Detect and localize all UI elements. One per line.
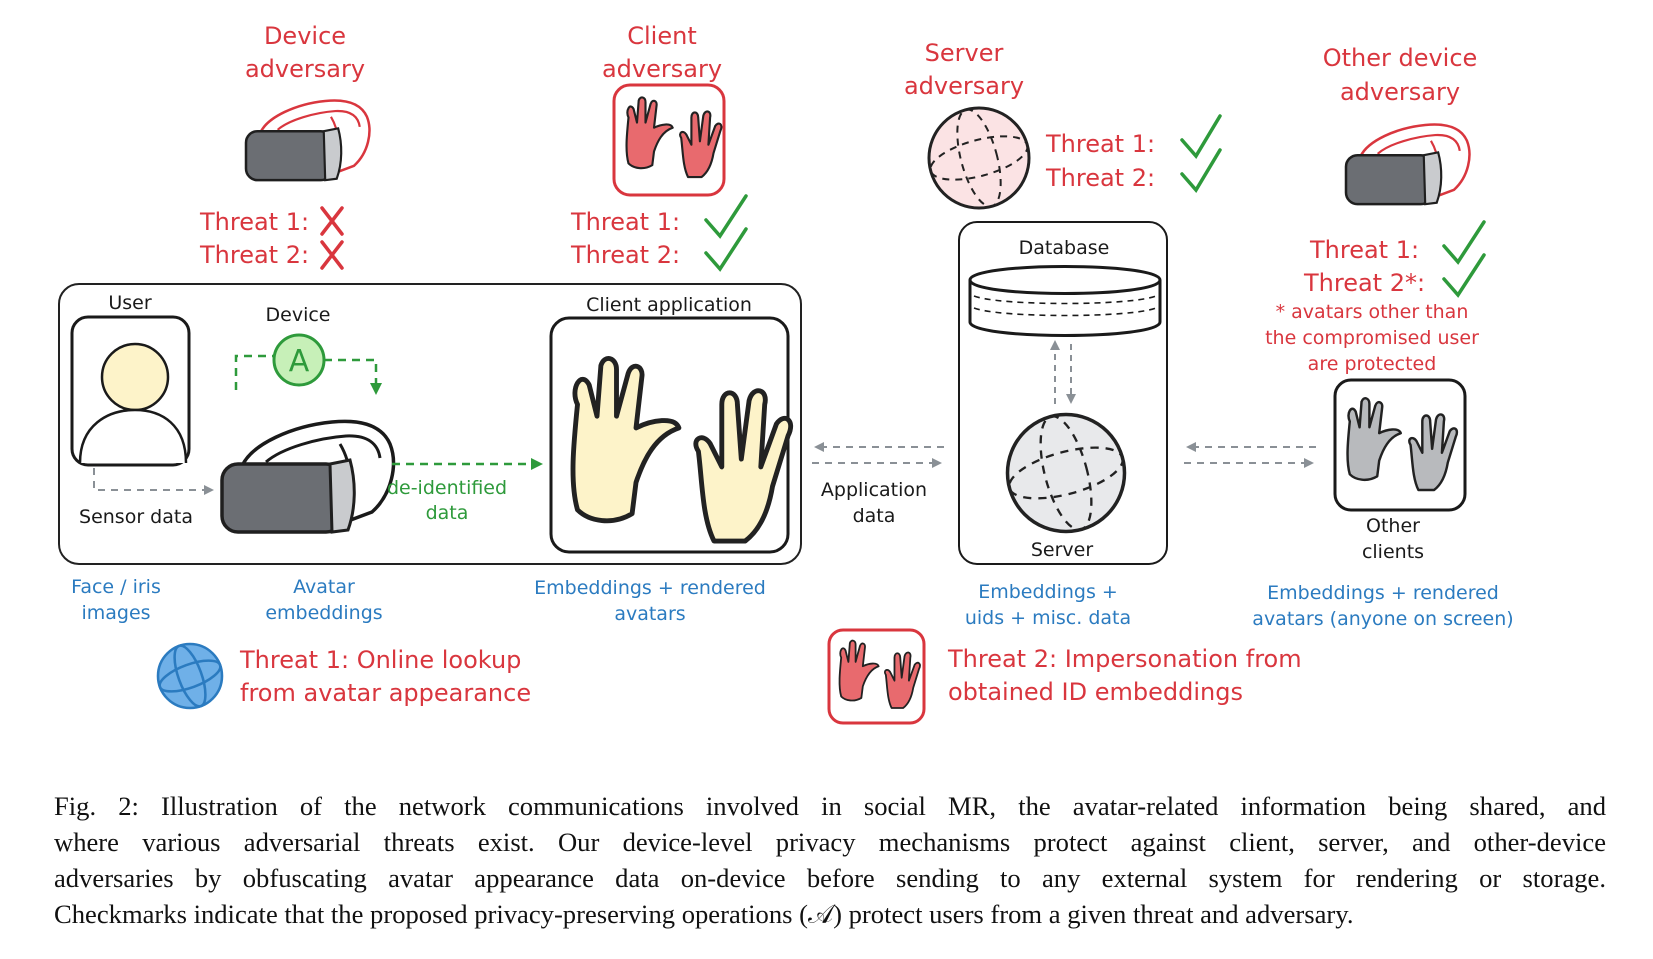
- user-label: User: [108, 292, 151, 314]
- deidentified-label-2: data: [426, 502, 469, 524]
- client-adversary: Client adversary Threat 1: Threat 2:: [570, 22, 748, 272]
- sensor-data-arrow: [93, 468, 214, 495]
- operation-loop-right: [324, 358, 382, 395]
- check-mark-icon: [1180, 114, 1222, 159]
- face-info-line2: images: [81, 602, 150, 624]
- device-client-boundary: [58, 283, 802, 565]
- operation-loop-left: [234, 354, 274, 390]
- other-adversary-title-1: Other device: [1323, 44, 1478, 72]
- check-mark-icon: [1442, 253, 1486, 298]
- device-threat1-label: Threat 1:: [199, 208, 309, 236]
- other-note-line3: are protected: [1308, 353, 1437, 375]
- check-mark-icon: [1180, 148, 1222, 193]
- other-threat2-label: Threat 2*:: [1303, 269, 1425, 297]
- other-note-line1: * avatars other than: [1276, 301, 1469, 323]
- check-mark-icon: [1442, 220, 1486, 265]
- device-threat2-label: Threat 2:: [199, 241, 309, 269]
- database-icon: [968, 265, 1162, 337]
- client-threat1-label: Threat 1:: [570, 208, 680, 236]
- server-adversary: Server adversary Threat 1: Threat 2:: [904, 39, 1222, 213]
- deidentified-label-1: de-identified: [387, 477, 507, 499]
- server-label: Server: [1031, 539, 1093, 561]
- threat1-title-line1: Threat 1: Online lookup: [239, 646, 521, 674]
- client-threat2-label: Threat 2:: [570, 241, 680, 269]
- sensor-data-label: Sensor data: [79, 506, 193, 528]
- cross-mark-icon: [320, 206, 344, 236]
- client-application-node: Client application: [549, 294, 791, 554]
- privacy-operation-symbol: A: [289, 344, 310, 379]
- user-body-icon: [78, 408, 188, 464]
- threat2-title-line1: Threat 2: Impersonation from: [947, 645, 1302, 673]
- red-server-globe-icon: [924, 103, 1034, 213]
- device-adversary-title-1: Device: [264, 22, 346, 50]
- other-note-line2: the compromised user: [1265, 327, 1479, 349]
- caption-line-4: Checkmarks indicate that the proposed pr…: [54, 899, 1354, 929]
- check-mark-icon: [704, 194, 748, 239]
- other-device-adversary: Other device adversary Threat 1: Threat …: [1265, 44, 1486, 375]
- red-headset-icon: [244, 99, 371, 182]
- caption-line-3: adversaries by obfuscating avatar appear…: [54, 863, 1606, 893]
- server-threat1-label: Threat 1:: [1045, 130, 1155, 158]
- other-clients-node: Other clients: [1333, 378, 1467, 563]
- caption-line-2: where various adversarial threats exist.…: [54, 827, 1606, 857]
- other-info-line1: Embeddings + rendered: [1267, 582, 1499, 604]
- application-data-label-2: data: [853, 505, 896, 527]
- server-info-line1: Embeddings +: [978, 581, 1118, 603]
- server-adversary-title-2: adversary: [904, 72, 1024, 100]
- caption-line-1: Fig. 2: Illustration of the network comm…: [54, 791, 1606, 821]
- other-adversary-title-2: adversary: [1340, 78, 1460, 106]
- application-data-label-1: Application: [821, 479, 927, 501]
- blue-globe-icon: [156, 642, 224, 710]
- client-application-label: Client application: [586, 294, 752, 316]
- check-mark-icon: [704, 227, 748, 272]
- threat1-legend: Threat 1: Online lookup from avatar appe…: [156, 642, 531, 710]
- headset-icon: [220, 419, 396, 534]
- threat2-legend: Threat 2: Impersonation from obtained ID…: [827, 628, 1302, 725]
- device-label: Device: [266, 304, 331, 326]
- device-node: Device A: [220, 304, 396, 534]
- threat2-title-line2: obtained ID embeddings: [948, 678, 1243, 706]
- server-info-line2: uids + misc. data: [965, 607, 1131, 629]
- red-headset-icon: [1344, 123, 1471, 206]
- device-adversary: Device adversary Threat 1: Threat 2:: [199, 22, 371, 270]
- face-info-line1: Face / iris: [71, 576, 161, 598]
- other-threat1-label: Threat 1:: [1309, 236, 1419, 264]
- client-info-line1: Embeddings + rendered: [534, 577, 766, 599]
- client-adversary-title-2: adversary: [602, 55, 722, 83]
- figure-caption: Fig. 2: Illustration of the network comm…: [54, 788, 1606, 932]
- other-info-line2: avatars (anyone on screen): [1252, 608, 1513, 630]
- other-clients-label-1: Other: [1366, 515, 1420, 537]
- client-info-line2: avatars: [614, 603, 685, 625]
- other-clients-label-2: clients: [1362, 541, 1424, 563]
- client-adversary-title-1: Client: [627, 22, 696, 50]
- cross-mark-icon: [320, 240, 344, 270]
- user-node: User: [70, 292, 191, 467]
- avatar-info-line1: Avatar: [293, 576, 355, 598]
- avatar-info-line2: embeddings: [265, 602, 382, 624]
- device-adversary-title-2: adversary: [245, 55, 365, 83]
- server-node: Database Server: [958, 221, 1168, 565]
- server-threat2-label: Threat 2:: [1045, 164, 1155, 192]
- server-adversary-title-1: Server: [925, 39, 1004, 67]
- database-label: Database: [1019, 237, 1110, 259]
- threat1-title-line2: from avatar appearance: [240, 679, 531, 707]
- user-head-icon: [100, 342, 170, 412]
- privacy-operation-icon: [272, 333, 326, 387]
